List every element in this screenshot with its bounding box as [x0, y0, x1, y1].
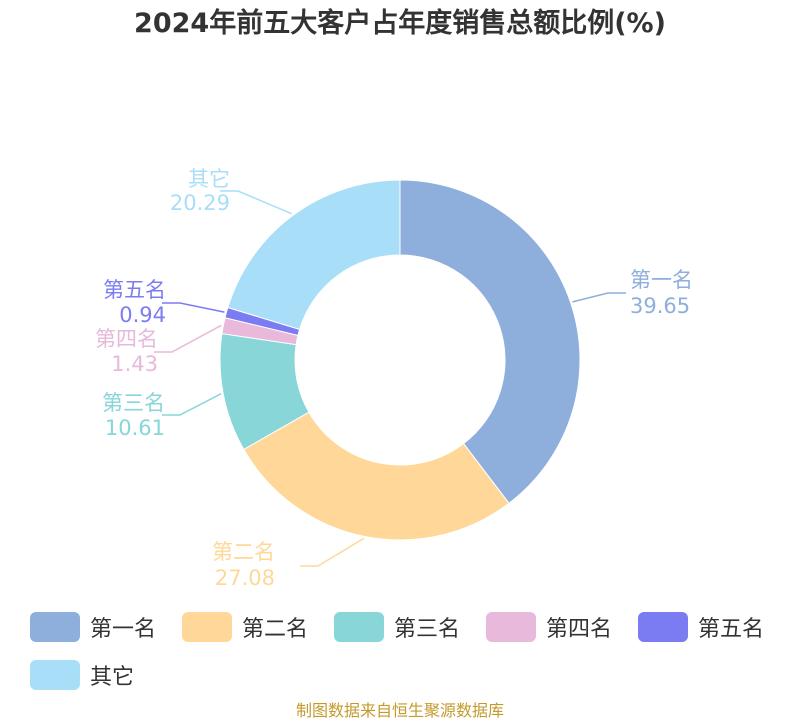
slice-6 — [227, 179, 401, 331]
legend-swatch — [638, 612, 688, 642]
legend-swatch — [30, 660, 80, 690]
source-note: 制图数据来自恒生聚源数据库 — [295, 701, 504, 720]
legend-label: 第一名 — [90, 617, 157, 642]
legend-item-3[interactable]: 第三名 — [334, 610, 460, 644]
slice-value-label-5: 0.94 — [119, 303, 166, 327]
slice-1 — [399, 179, 581, 504]
legend-item-1[interactable]: 第一名 — [30, 610, 156, 644]
legend-label: 第二名 — [242, 617, 309, 642]
slice-value-label-2: 27.08 — [215, 566, 275, 590]
legend-swatch — [30, 612, 80, 642]
slice-name-label-3: 第三名 — [102, 391, 165, 415]
legend-item-6[interactable]: 其它 — [30, 658, 134, 692]
slice-value-label-3: 10.61 — [105, 416, 165, 440]
leader-line-3 — [162, 393, 222, 416]
legend-item-2[interactable]: 第二名 — [182, 610, 308, 644]
leader-line-6 — [220, 190, 292, 215]
leader-line-4 — [154, 324, 222, 353]
legend-swatch — [334, 612, 384, 642]
chart-title: 2024年前五大客户占年度销售总额比例(%) — [134, 8, 666, 39]
slice-value-label-6: 20.29 — [170, 191, 230, 215]
legend-label: 第五名 — [698, 617, 765, 642]
slice-name-label-2: 第二名 — [212, 540, 275, 564]
slice-name-label-6: 其它 — [188, 167, 230, 191]
legend-label: 其它 — [90, 665, 135, 690]
legend-label: 第四名 — [546, 617, 613, 642]
slice-name-label-1: 第一名 — [630, 268, 693, 292]
leader-line-1 — [572, 292, 626, 303]
legend-label: 第三名 — [394, 617, 461, 642]
legend-item-4[interactable]: 第四名 — [486, 610, 612, 644]
slice-name-label-4: 第四名 — [95, 327, 158, 351]
legend-swatch — [182, 612, 232, 642]
leader-line-2 — [300, 537, 365, 567]
slice-value-label-4: 1.43 — [111, 352, 158, 376]
legend-item-5[interactable]: 第五名 — [638, 610, 764, 644]
leader-line-5 — [162, 302, 225, 313]
slice-name-label-5: 第五名 — [103, 278, 166, 302]
slice-2 — [243, 411, 510, 541]
slice-value-label-1: 39.65 — [630, 294, 690, 318]
legend-swatch — [486, 612, 536, 642]
